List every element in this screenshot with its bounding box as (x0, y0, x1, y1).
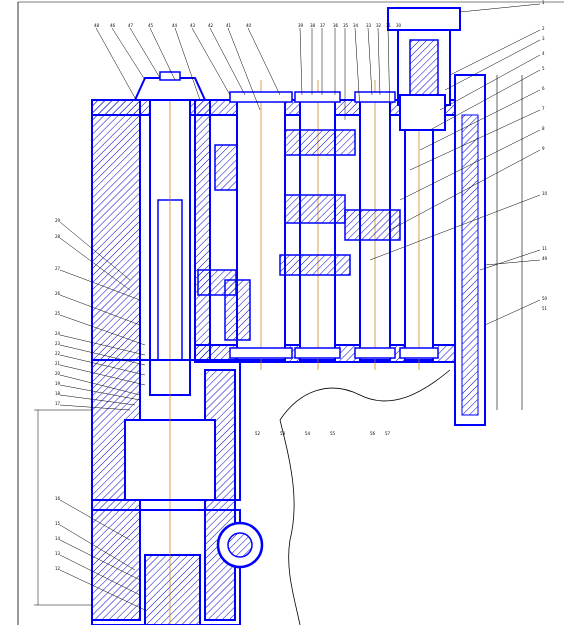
callout-top-43: 43 (190, 23, 196, 28)
callout-right-51: 51 (542, 306, 548, 311)
callout-left-20: 20 (55, 371, 61, 376)
callout-left-22: 22 (55, 351, 61, 356)
callout-left-26: 26 (55, 291, 61, 296)
callout-top-39: 39 (298, 23, 304, 28)
dimension-lines (34, 409, 92, 606)
callout-left-29: 29 (55, 218, 61, 223)
shaft-3 (294, 80, 341, 370)
callout-left-27: 27 (55, 266, 61, 271)
callout-right-9: 9 (542, 146, 545, 151)
callout-top-36: 36 (333, 23, 339, 28)
callout-top-30: 30 (396, 23, 402, 28)
callout-right-3: 3 (542, 36, 545, 41)
callout-left-28: 28 (55, 234, 61, 239)
callout-right-10: 10 (542, 191, 548, 196)
callout-top-40: 40 (246, 23, 252, 28)
callout-right-5: 5 (542, 66, 545, 71)
callout-bottom-54: 54 (305, 431, 311, 436)
callout-left-24: 24 (55, 331, 61, 336)
callout-top-42: 42 (208, 23, 214, 28)
callout-left-16: 16 (55, 496, 61, 501)
callout-top-34: 34 (353, 23, 359, 28)
callout-left-21: 21 (55, 361, 61, 366)
callout-left-18: 18 (55, 391, 61, 396)
right-rail (454, 74, 523, 426)
callout-left-17: 17 (55, 401, 61, 406)
callout-top-35: 35 (343, 23, 349, 28)
callout-bottom-57: 57 (385, 431, 391, 436)
callout-right-8: 8 (542, 126, 545, 131)
callout-right-4: 4 (542, 51, 545, 56)
callout-right-50: 50 (542, 296, 548, 301)
lower-housing (91, 359, 264, 625)
callout-right-11: 11 (542, 246, 548, 251)
callout-right-7: 7 (542, 106, 545, 111)
callout-right-49: 49 (542, 256, 548, 261)
callout-top-37: 37 (320, 23, 326, 28)
callout-top-45: 45 (148, 23, 154, 28)
leaders-left (59, 221, 146, 611)
callout-top-31: 31 (386, 23, 392, 28)
callout-bottom-55: 55 (330, 431, 336, 436)
callout-top-48: 48 (94, 23, 100, 28)
spindle-top-cap (133, 71, 207, 101)
leaders-right (369, 3, 541, 326)
gear-set (197, 129, 401, 341)
leaders-top (95, 27, 391, 121)
callout-bottom-52: 52 (255, 431, 261, 436)
drawing-frame (17, 1, 564, 625)
callout-bottom-53: 53 (280, 431, 286, 436)
callout-left-23: 23 (55, 341, 61, 346)
callout-top-44: 44 (172, 23, 178, 28)
callout-left-15: 15 (55, 521, 61, 526)
callout-left-25: 25 (55, 311, 61, 316)
callout-right-1: 1 (542, 0, 545, 5)
callout-bottom-56: 56 (370, 431, 376, 436)
top-drive-assembly (387, 7, 461, 131)
callout-left-13: 13 (55, 551, 61, 556)
callout-right-6: 6 (542, 86, 545, 91)
callout-right-2: 2 (542, 26, 545, 31)
callout-left-14: 14 (55, 536, 61, 541)
callout-left-12: 12 (55, 566, 61, 571)
callout-top-33: 33 (366, 23, 372, 28)
callout-left-19: 19 (55, 381, 61, 386)
callout-top-47: 47 (128, 23, 134, 28)
callout-top-46: 46 (110, 23, 116, 28)
callout-top-38: 38 (310, 23, 316, 28)
callout-top-41: 41 (226, 23, 232, 28)
break-line (279, 369, 451, 625)
callout-top-32: 32 (376, 23, 382, 28)
